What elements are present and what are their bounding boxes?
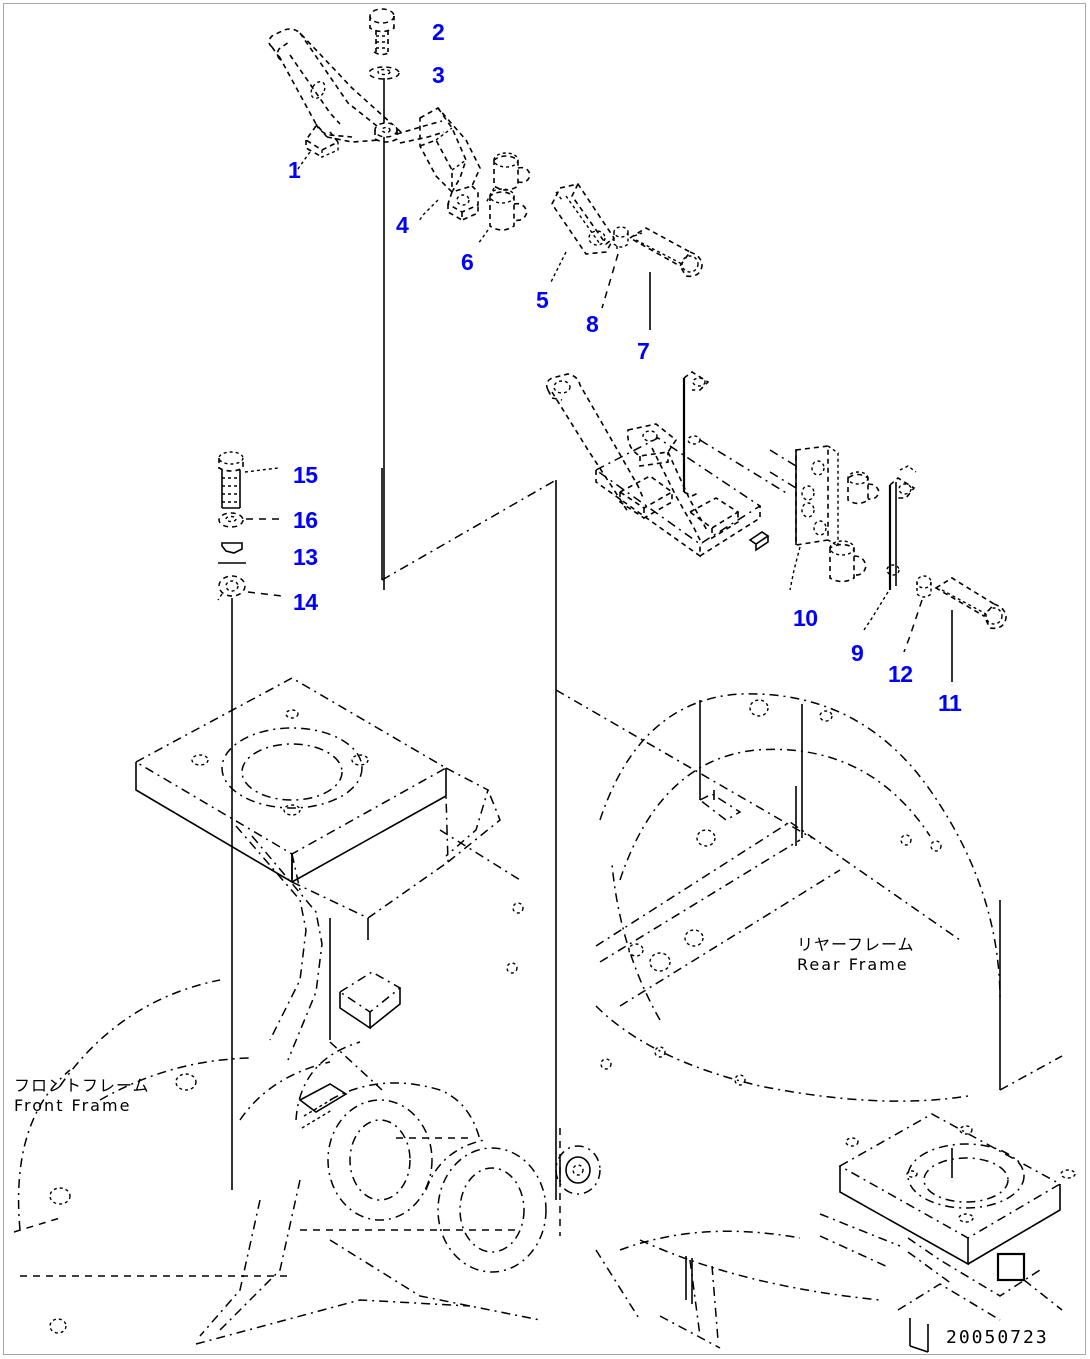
callout-4: 4 [396, 212, 409, 238]
pedal-linkage-assembly [545, 371, 789, 558]
callout-13: 13 [293, 544, 318, 570]
callout-7: 7 [637, 338, 650, 364]
callout-11: 11 [938, 690, 962, 716]
part-2-bolt [369, 8, 395, 56]
drawing-number: 20050723 [946, 1327, 1049, 1348]
rear-frame-label: リヤーフレーム Rear Frame [797, 935, 915, 975]
part-14-nut [217, 575, 283, 1190]
part-4-bracket [417, 106, 481, 223]
front-frame-body [13, 468, 813, 1345]
part-3-washer [368, 66, 400, 80]
callout-12: 12 [888, 661, 913, 687]
callout-15: 15 [293, 462, 318, 488]
part-11-rod [934, 577, 1007, 682]
callout-2: 2 [432, 19, 445, 45]
part-6-bushings [477, 152, 531, 245]
callout-3: 3 [432, 62, 445, 88]
front-frame-label-jp: フロントフレーム [14, 1076, 150, 1095]
part-8-pin [601, 226, 629, 309]
callout-9: 9 [851, 640, 864, 666]
rear-frame-label-jp: リヤーフレーム [797, 935, 915, 954]
frame-leaders [291, 700, 803, 1231]
callout-10: 10 [793, 605, 818, 631]
callout-6: 6 [461, 249, 474, 275]
rear-frame-body [506, 693, 1063, 1349]
front-frame-label: フロントフレーム Front Frame [14, 1076, 150, 1116]
part-15-bolt [218, 451, 279, 509]
front-frame-label-en: Front Frame [14, 1096, 132, 1115]
part-13-retainer [218, 542, 246, 564]
callout-16: 16 [293, 507, 318, 533]
part-16-washer [218, 512, 280, 528]
callout-5: 5 [536, 287, 549, 313]
part-7-rod [628, 227, 703, 330]
callout-8: 8 [586, 311, 599, 337]
part-5-link [549, 183, 615, 285]
part-12-pin [903, 575, 932, 653]
part-10-block [769, 445, 880, 591]
part-9-flat-link [863, 465, 917, 631]
callout-1: 1 [288, 157, 301, 183]
callout-14: 14 [293, 589, 318, 615]
part-1-arm [268, 28, 445, 173]
rear-mount-plate [819, 1113, 1076, 1353]
rear-frame-label-en: Rear Frame [797, 955, 909, 974]
